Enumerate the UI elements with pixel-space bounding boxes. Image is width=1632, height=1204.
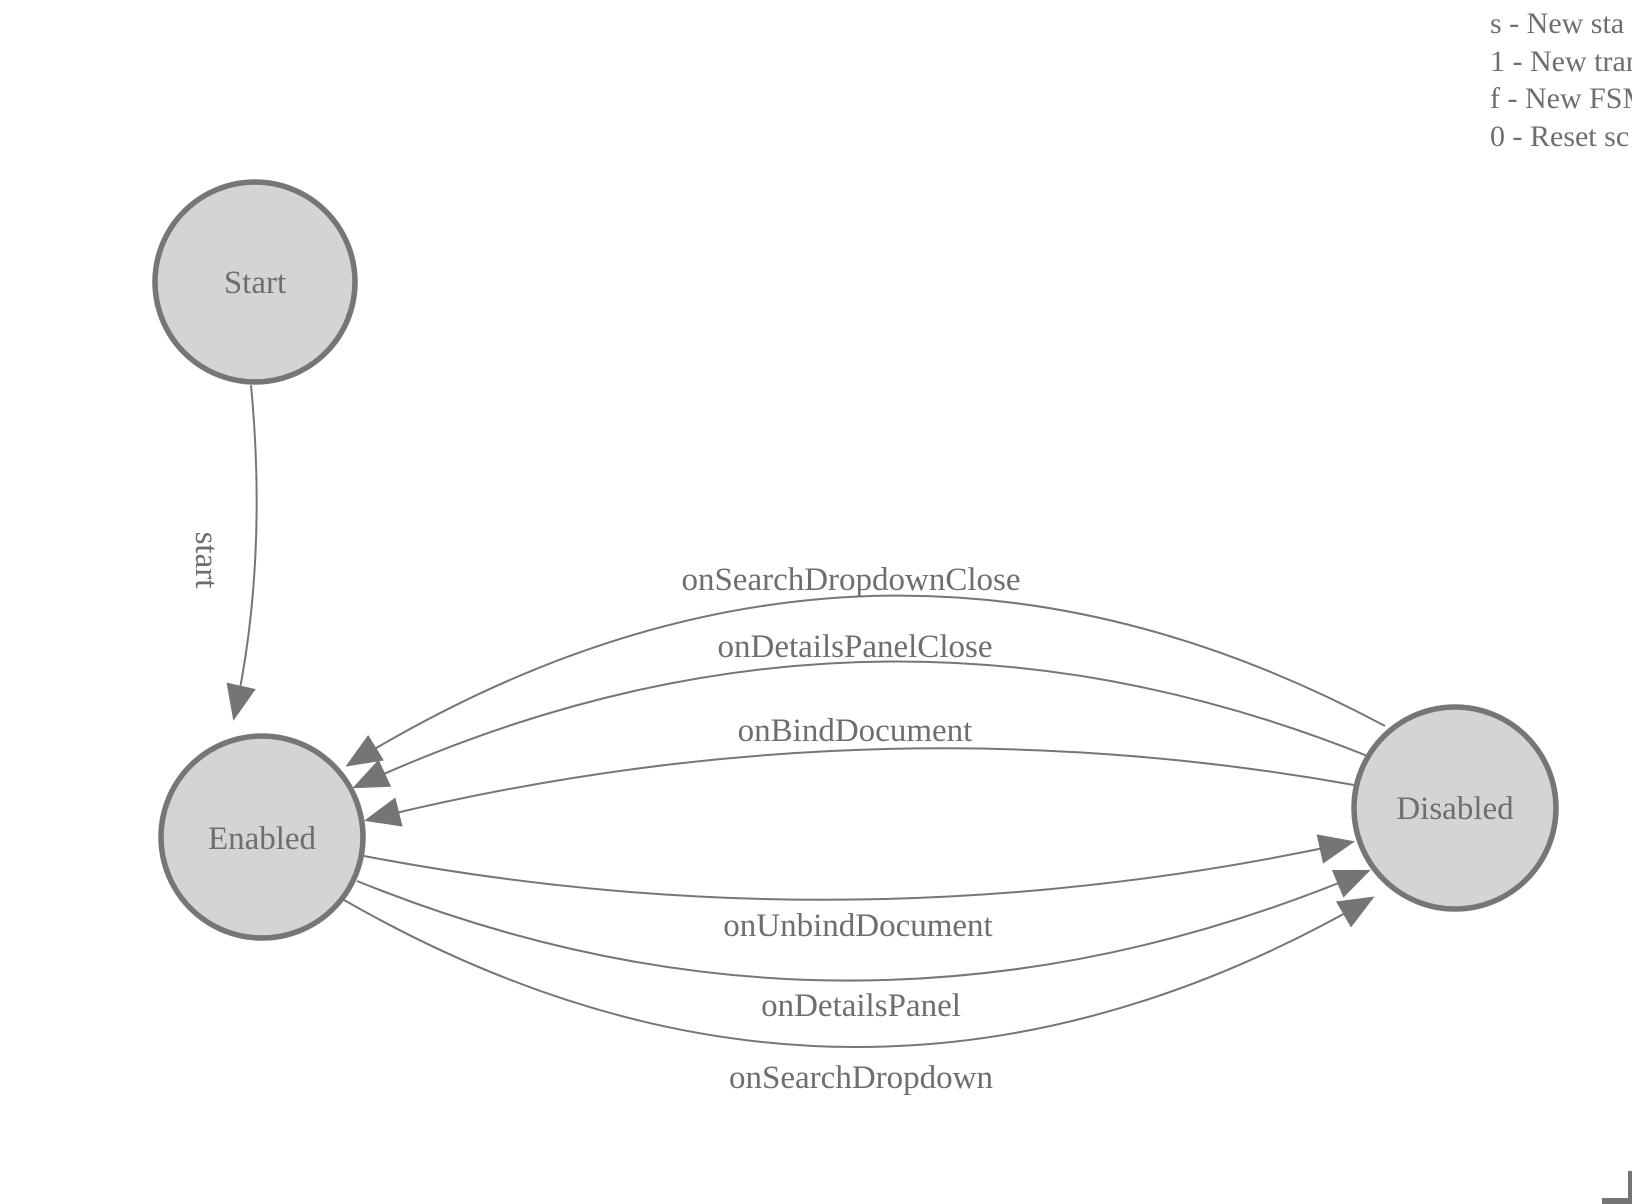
transition-path[interactable] <box>352 660 1371 789</box>
state-node-disabled[interactable]: Disabled <box>1351 704 1559 912</box>
transition-label: onSearchDropdownClose <box>681 562 1020 598</box>
transition-edge-onBindDocument[interactable]: onBindDocument <box>364 713 1355 827</box>
transition-path[interactable] <box>226 384 258 721</box>
transition-label: onUnbindDocument <box>723 908 992 944</box>
corner-horizontal-bar <box>1602 1198 1632 1204</box>
state-label: Disabled <box>1396 791 1514 827</box>
state-node-start[interactable]: Start <box>152 179 358 385</box>
transition-path[interactable] <box>356 869 1371 982</box>
transition-path[interactable] <box>364 747 1355 827</box>
transition-label: start <box>188 532 224 589</box>
transition-edge-onUnbindDocument[interactable]: onUnbindDocument <box>363 834 1355 944</box>
legend-line-new-transition: 1 - New tran <box>1490 44 1632 78</box>
transition-path[interactable] <box>345 594 1386 767</box>
corner-vertical-bar <box>1628 1171 1632 1204</box>
state-circle[interactable] <box>152 179 358 385</box>
transition-path[interactable] <box>363 834 1355 901</box>
transition-edge-onDetailsPanel[interactable]: onDetailsPanel <box>356 869 1371 1024</box>
state-label: Enabled <box>208 821 317 857</box>
state-circle[interactable] <box>1351 704 1559 912</box>
legend-line-new-fsm: f - New FSM <box>1490 82 1632 115</box>
transition-edge-onSearchDropdownClose[interactable]: onSearchDropdownClose <box>345 562 1386 767</box>
transition-path[interactable] <box>343 896 1375 1048</box>
transition-label: onSearchDropdown <box>729 1060 993 1096</box>
shortcut-legend: s - New sta 1 - New tran f - New FSM 0 -… <box>1490 5 1632 155</box>
canvas-corner-bracket <box>1602 1171 1632 1204</box>
legend-line-new-state: s - New sta <box>1490 7 1625 40</box>
transition-edge-onSearchDropdown[interactable]: onSearchDropdown <box>343 896 1375 1096</box>
state-node-enabled[interactable]: Enabled <box>158 733 366 941</box>
legend-line-reset: 0 - Reset sc <box>1490 119 1630 153</box>
state-label: Start <box>224 265 286 301</box>
transition-label: onBindDocument <box>738 713 973 749</box>
transition-edge-start[interactable]: start <box>188 384 258 721</box>
transition-edge-onDetailsPanelClose[interactable]: onDetailsPanelClose <box>352 629 1371 789</box>
transition-label: onDetailsPanel <box>761 988 961 1024</box>
state-circle[interactable] <box>158 733 366 941</box>
transition-label: onDetailsPanelClose <box>718 629 993 665</box>
